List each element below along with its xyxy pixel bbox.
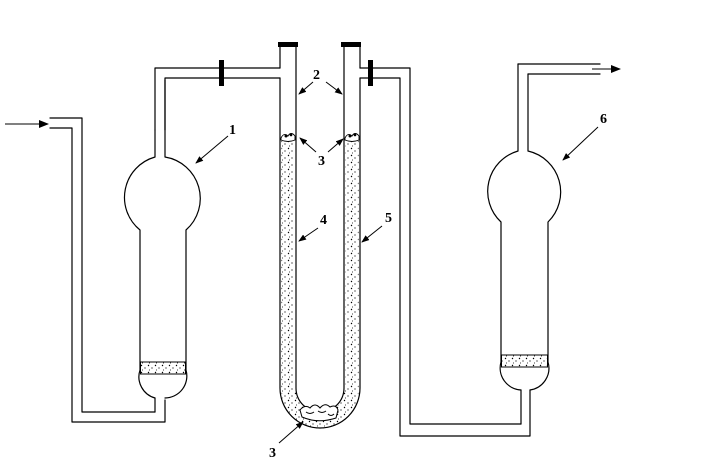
bottom-plug (299, 404, 339, 422)
label-4-leader (298, 227, 319, 242)
top-cotton-plugs (280, 133, 360, 142)
label-2-leader-right (325, 81, 343, 95)
left-outlet-tube (154, 67, 281, 131)
left-flask-body (123, 79, 201, 399)
left-stopcock (219, 60, 224, 86)
label-4: 4 (320, 213, 327, 228)
left-sand-plug (140, 361, 186, 375)
label-2: 2 (313, 68, 320, 83)
label-3-bottom: 3 (269, 446, 276, 461)
left-gas-generator (49, 60, 281, 423)
label-2-leader-left (298, 81, 314, 95)
label-1: 1 (229, 123, 236, 138)
right-sand-plug (501, 354, 548, 368)
label-6-leader (562, 126, 599, 161)
label-6: 6 (600, 112, 607, 127)
label-3-top-leader-left (299, 137, 317, 153)
right-gas-generator (487, 63, 601, 425)
left-leg-packing (281, 138, 295, 390)
left-inlet-tube (49, 117, 156, 413)
central-u-tube (278, 42, 531, 437)
right-leg-packing (345, 138, 359, 390)
label-3-top: 3 (318, 154, 325, 169)
label-3-bottom-leader (278, 421, 304, 444)
right-flask-body (487, 63, 562, 391)
right-tube-cap (341, 42, 361, 47)
label-5-leader (361, 225, 383, 243)
right-stopcock (368, 60, 373, 86)
label-5: 5 (385, 211, 392, 226)
label-1-leader (195, 135, 229, 164)
label-3-top-leader-right (327, 138, 344, 153)
right-connecting-tube (359, 67, 522, 425)
left-tube-cap (278, 42, 298, 47)
